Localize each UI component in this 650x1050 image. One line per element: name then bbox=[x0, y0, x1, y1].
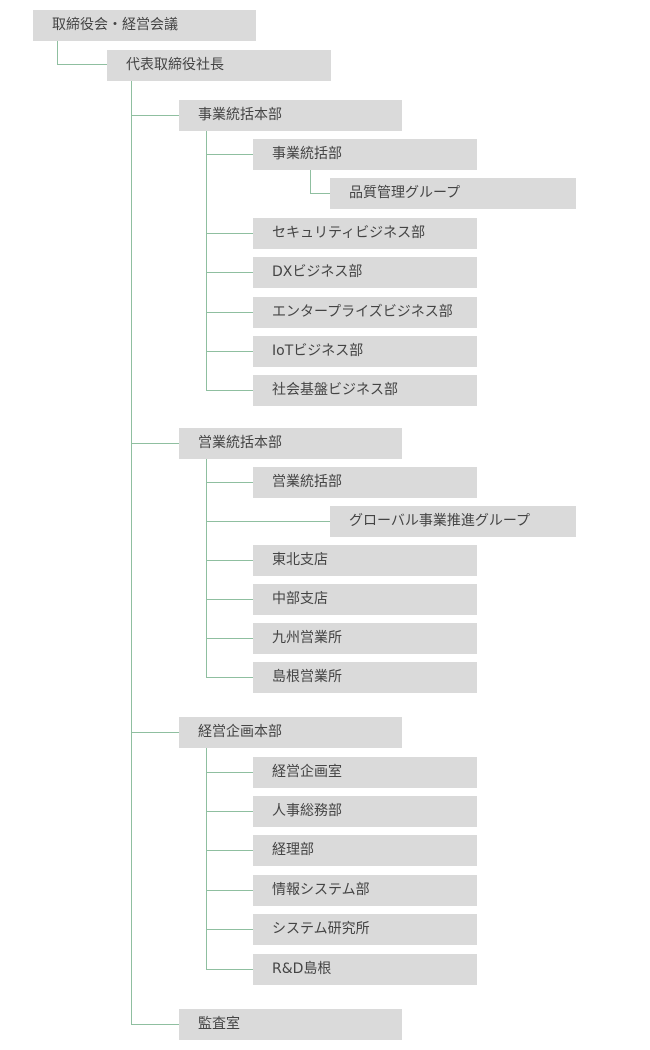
connector-line bbox=[57, 64, 107, 65]
connector-line bbox=[206, 772, 253, 773]
connector-line bbox=[206, 272, 253, 273]
connector-line bbox=[206, 638, 253, 639]
connector-line bbox=[131, 443, 179, 444]
node-rd: R&D島根 bbox=[253, 954, 477, 985]
connector-line bbox=[206, 351, 253, 352]
connector-line bbox=[131, 732, 179, 733]
node-sales-dept: 営業統括部 bbox=[253, 467, 477, 498]
connector-line bbox=[206, 521, 330, 522]
connector-line bbox=[206, 599, 253, 600]
connector-line bbox=[206, 130, 207, 390]
connector-line bbox=[206, 458, 207, 677]
node-accounting: 経理部 bbox=[253, 835, 477, 866]
connector-line bbox=[131, 80, 132, 1024]
connector-line bbox=[206, 969, 253, 970]
connector-line bbox=[310, 169, 311, 193]
connector-line bbox=[206, 560, 253, 561]
connector-line bbox=[206, 677, 253, 678]
connector-line bbox=[206, 850, 253, 851]
node-security: セキュリティビジネス部 bbox=[253, 218, 477, 249]
node-sales-hq: 営業統括本部 bbox=[179, 428, 402, 459]
node-business-dept: 事業統括部 bbox=[253, 139, 477, 170]
connector-line bbox=[131, 115, 179, 116]
connector-line bbox=[206, 390, 253, 391]
node-kyushu: 九州営業所 bbox=[253, 623, 477, 654]
node-audit: 監査室 bbox=[179, 1009, 402, 1040]
connector-line bbox=[131, 1024, 179, 1025]
node-planning-hq: 経営企画本部 bbox=[179, 717, 402, 748]
node-planning-office: 経営企画室 bbox=[253, 757, 477, 788]
node-board: 取締役会・経営会議 bbox=[33, 10, 256, 41]
node-iot: IoTビジネス部 bbox=[253, 336, 477, 367]
node-tohoku: 東北支店 bbox=[253, 545, 477, 576]
node-hr: 人事総務部 bbox=[253, 796, 477, 827]
node-lab: システム研究所 bbox=[253, 914, 477, 945]
connector-line bbox=[206, 811, 253, 812]
node-quality-group: 品質管理グループ bbox=[330, 178, 576, 209]
connector-line bbox=[206, 747, 207, 969]
node-it-systems: 情報システム部 bbox=[253, 875, 477, 906]
connector-line bbox=[57, 40, 58, 64]
node-dx: DXビジネス部 bbox=[253, 257, 477, 288]
node-social: 社会基盤ビジネス部 bbox=[253, 375, 477, 406]
node-chubu: 中部支店 bbox=[253, 584, 477, 615]
connector-line bbox=[206, 929, 253, 930]
node-president: 代表取締役社長 bbox=[107, 50, 331, 81]
connector-line bbox=[206, 312, 253, 313]
node-global-group: グローバル事業推進グループ bbox=[330, 506, 576, 537]
connector-line bbox=[310, 193, 330, 194]
node-business-hq: 事業統括本部 bbox=[179, 100, 402, 131]
connector-line bbox=[206, 482, 253, 483]
connector-line bbox=[206, 890, 253, 891]
connector-line bbox=[206, 154, 253, 155]
node-enterprise: エンタープライズビジネス部 bbox=[253, 297, 477, 328]
connector-line bbox=[206, 233, 253, 234]
node-shimane: 島根営業所 bbox=[253, 662, 477, 693]
